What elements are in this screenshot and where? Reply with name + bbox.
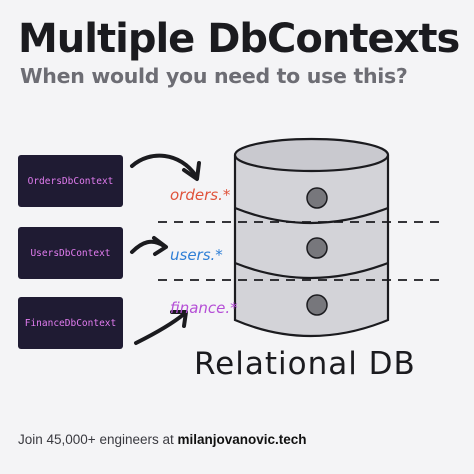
database-dot-2 [306, 237, 328, 259]
footer-link[interactable]: milanjovanovic.tech [177, 432, 307, 447]
schema-label-finance: finance.* [170, 299, 238, 317]
footer: Join 45,000+ engineers at milanjovanovic… [18, 432, 307, 447]
arrow-finance-head [170, 310, 188, 328]
database-dot-1 [306, 187, 328, 209]
schema-label-users: users.* [170, 246, 223, 264]
arrow-orders [130, 153, 198, 178]
arrow-finance [134, 312, 186, 345]
arrow-users-head [152, 236, 168, 256]
page-title: Multiple DbContexts [18, 16, 460, 62]
database-divider-2 [234, 261, 389, 280]
arrow-orders-head [182, 161, 201, 181]
finance-dbcontext-box: FinanceDbContext [18, 297, 123, 349]
database-top [233, 137, 390, 173]
users-dbcontext-box: UsersDbContext [18, 227, 123, 279]
database-dot-3 [306, 294, 328, 316]
page-subtitle: When would you need to use this? [20, 64, 408, 88]
footer-text: Join 45,000+ engineers at [18, 432, 174, 447]
database-divider-1 [234, 206, 389, 225]
schema-label-orders: orders.* [170, 186, 231, 204]
database-label: Relational DB [194, 346, 416, 382]
orders-dbcontext-box: OrdersDbContext [18, 155, 123, 207]
